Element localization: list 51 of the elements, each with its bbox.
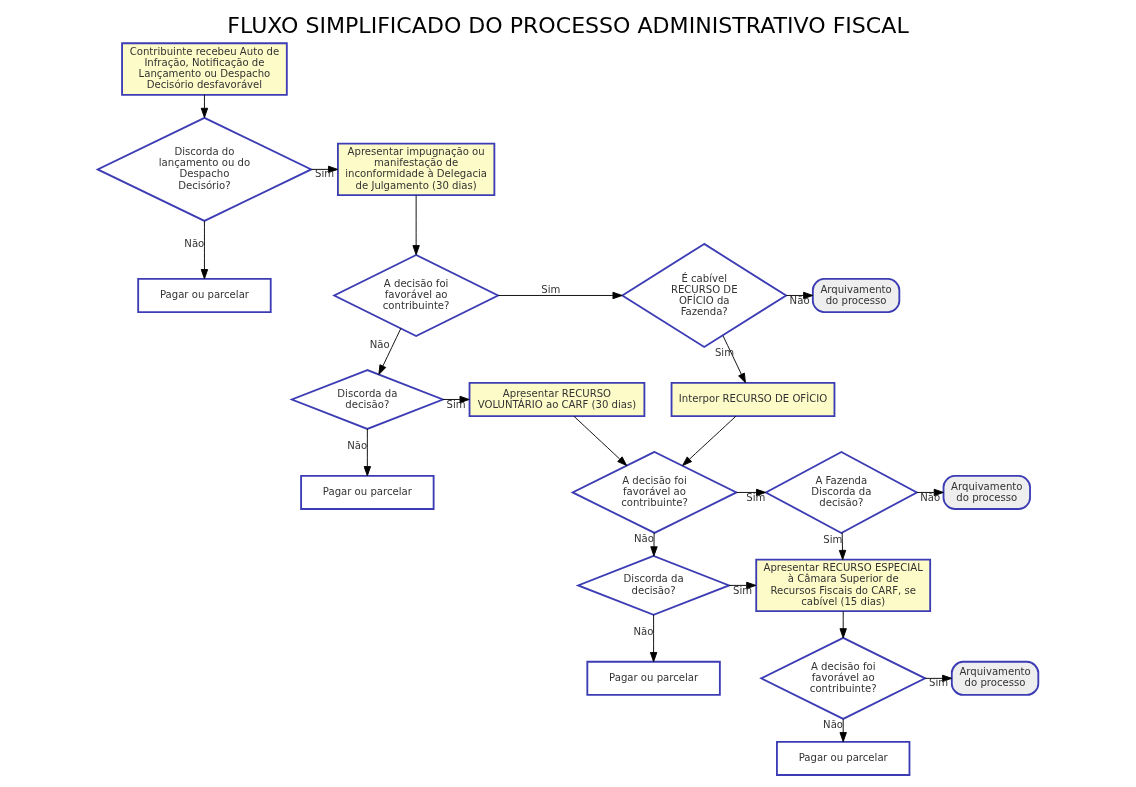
edge-label: Não [633, 626, 654, 638]
edge-label: Não [789, 294, 810, 306]
node-box: Arquivamento do processo [942, 474, 1031, 510]
arrow [785, 291, 814, 300]
arrow [363, 428, 372, 477]
arrow [378, 328, 402, 375]
node-box: Apresentar RECURSO ESPECIAL à Câmara Superior de Recursos Fiscais do CARF, se cabível (15 dias) [755, 558, 932, 613]
edge-label: Não [184, 238, 205, 250]
arrow [649, 614, 658, 663]
edge-label: Não [823, 718, 844, 730]
node-diamond: É cabível RECURSO DE OFÍCIO da Fazenda? [620, 242, 788, 349]
edge-label: Não [369, 339, 390, 351]
diagram-title: FLUXO SIMPLIFICADO DO PROCESSO ADMINISTRATIVO FISCAL [227, 13, 909, 39]
node-box: Apresentar RECURSO VOLUNTÁRIO ao CARF (30 dias) [468, 382, 646, 417]
node-diamond: A decisão foi favorável ao contribuinte? [332, 253, 501, 337]
node-diamond: A decisão foi favorável ao contribuinte? [759, 636, 928, 720]
edge-label: Sim [746, 491, 766, 503]
arrow [650, 532, 658, 557]
node-box: Pagar ou parcelar [586, 660, 721, 696]
edge-label: Não [347, 440, 368, 452]
arrow [200, 220, 209, 280]
arrow [497, 291, 623, 300]
node-box: Contribuinte recebeu Auto de Infração, Notificação de Lançamento ou Despacho Decisório desfavorável [121, 42, 288, 96]
arrow [839, 718, 847, 743]
edge-label: Não [920, 491, 941, 503]
node-box: Pagar ou parcelar [776, 740, 911, 776]
edge-label: Sim [732, 584, 753, 596]
edge-label: Não [633, 532, 654, 544]
node-box: Pagar ou parcelar [137, 278, 272, 313]
node-box: Apresentar impugnação ou manifestação de inconformidade à Delegacia de Julgamento (30 dias) [336, 142, 496, 197]
node-box: Interpor RECURSO DE OFÌCIO [670, 382, 836, 417]
arrow [573, 415, 628, 466]
node-box: Arquivamento do processo [811, 278, 901, 313]
edge-label: Sim [823, 534, 843, 546]
arrow [916, 488, 944, 497]
edge-label: Sim [541, 283, 561, 295]
node-diamond: Discorda da decisão? [575, 554, 732, 616]
node-diamond: Discorda da decisão? [289, 369, 446, 430]
node-box: Arquivamento do processo [950, 660, 1040, 696]
arrow [736, 488, 767, 497]
arrow [838, 532, 847, 560]
node-diamond: Discorda do lançamento ou do Despacho Decisório? [95, 116, 314, 222]
arrow [839, 610, 847, 639]
arrow [728, 581, 757, 590]
arrow [412, 195, 420, 256]
edge-label: Sim [446, 398, 466, 410]
node-box: Pagar ou parcelar [300, 474, 435, 510]
arrow [682, 415, 737, 466]
node-diamond: A decisão foi favorável ao contribuinte? [570, 450, 739, 534]
arrow [442, 395, 470, 404]
arrow [200, 94, 209, 118]
